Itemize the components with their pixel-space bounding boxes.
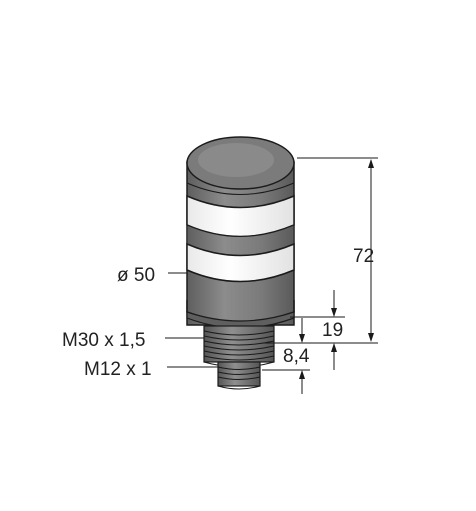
dimension-plug-height: 8,4: [262, 318, 310, 394]
label-height-plug: 8,4: [283, 346, 310, 367]
m30-thread-body: [203, 325, 275, 363]
m30-thread: [203, 325, 275, 368]
m12-connector: [217, 361, 261, 390]
leader-diameter: ø 50: [117, 265, 187, 286]
connector-thread-line: [217, 366, 261, 370]
label-height-total: 72: [353, 246, 374, 267]
label-height-connector: 19: [322, 320, 343, 341]
tower-cap-rim: [186, 182, 295, 195]
label-thread-large: M30 x 1,5: [62, 330, 145, 351]
dimension-connector-height: 19: [290, 290, 345, 370]
connector-thread-line: [217, 376, 261, 380]
tower-base-curve: [186, 269, 295, 282]
signal-tower: [186, 136, 295, 329]
dimension-total-height: 72: [294, 157, 378, 344]
connector-thread-line: [217, 371, 261, 375]
m12-connector-bottom: [217, 385, 261, 390]
thread-line: [203, 340, 275, 346]
label-diameter: ø 50: [117, 265, 155, 286]
arrow-down-icon: [331, 308, 337, 317]
thread-line: [203, 350, 275, 356]
thread-line: [203, 345, 275, 351]
tower-base-bottom: [186, 311, 295, 329]
thread-line: [203, 355, 275, 361]
arrow-down-icon: [299, 334, 305, 343]
m12-connector-body: [217, 361, 261, 387]
arrow-up-icon: [299, 370, 305, 379]
arrow-down-icon: [368, 333, 374, 342]
tower-top-highlight: [198, 143, 274, 177]
arrow-up-icon: [331, 343, 337, 352]
label-thread-small: M12 x 1: [84, 359, 152, 380]
arrow-up-icon: [368, 159, 374, 168]
thread-line: [203, 335, 275, 341]
thread-line: [203, 330, 275, 336]
leader-thread-large: M30 x 1,5: [62, 330, 204, 351]
leader-thread-small: M12 x 1: [84, 359, 218, 380]
